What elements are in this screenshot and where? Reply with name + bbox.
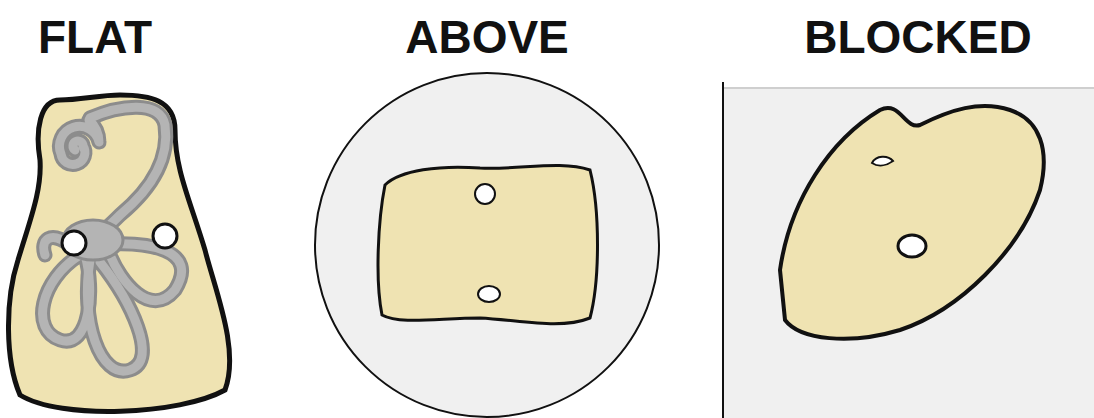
hole [898, 235, 926, 257]
view-circle [315, 73, 659, 417]
bone-outline [8, 95, 229, 411]
panel-title: BLOCKED [804, 14, 1031, 60]
hole [872, 157, 893, 166]
view-square [722, 88, 1094, 418]
hole [475, 184, 495, 204]
panel-title: ABOVE [405, 14, 569, 60]
square-edge [722, 87, 1094, 89]
hole [478, 286, 500, 302]
bone-top-view [378, 165, 597, 323]
panel-title: FLAT [38, 14, 152, 60]
square-edge [722, 82, 724, 418]
oval-window [62, 231, 86, 255]
round-window [153, 224, 177, 248]
inner-ear-canals [43, 107, 182, 371]
vestibule [63, 220, 123, 260]
bone-blocked-view [780, 106, 1044, 339]
